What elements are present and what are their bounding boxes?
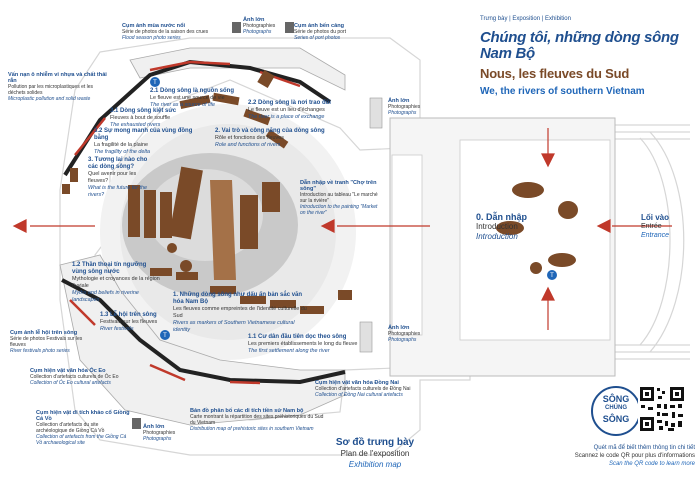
series-pollution: Vấn nạn ô nhiễm vi nhựa và chất thải rắn…	[8, 72, 107, 102]
title-vietnamese: Chúng tôi, những dòng sông Nam Bộ	[480, 29, 679, 62]
entrance-fr: Entrée	[641, 223, 662, 230]
section-1-2: 1.2 Thần thoại tín ngưỡng vùng sông nước…	[72, 262, 160, 303]
logo-mid: CHÚNG	[605, 405, 627, 411]
plan-en: Exhibition map	[348, 460, 402, 469]
series-painting-intro: Dẫn nhập về tranh "Chợ trên sông"Introdu…	[300, 180, 378, 216]
logo-top: SÔNG	[602, 394, 630, 404]
title-english: We, the rivers of southern Vietnam	[480, 86, 645, 97]
logo-bottom: SÔNG	[602, 414, 630, 424]
upper-wing	[62, 22, 383, 194]
title-french: Nous, les fleuves du Sud	[480, 66, 630, 81]
central-artefacts	[128, 166, 352, 300]
qr-en: Scan the QR code to learn more	[608, 461, 695, 467]
lower-wing	[59, 254, 373, 429]
intro-room	[389, 117, 616, 377]
intro-vi: 0. Dẫn nhập	[476, 212, 528, 222]
plan-label: Sơ đồ trưng bày Plan de l'exposition Exh…	[300, 437, 450, 470]
qr-vi: Quét mã để biết thêm thông tin chi tiết	[593, 445, 695, 451]
entrance-vi: Lối vào	[641, 213, 670, 222]
intro-artefacts	[496, 182, 578, 274]
intro-fr: Introduction	[476, 222, 518, 231]
circulation-arrows	[12, 128, 672, 330]
plan-vi: Sơ đồ trưng bày	[335, 437, 415, 448]
qr-code[interactable]	[638, 385, 686, 433]
intro-en: Introduction	[476, 232, 518, 241]
marker-a-text: T	[153, 80, 157, 86]
qr-instructions: Quét mã để biết thêm thông tin chi tiết …	[505, 444, 695, 468]
central-gallery	[100, 104, 356, 360]
entrance-en: Entrance	[641, 232, 670, 239]
marker-b-text: T	[163, 333, 167, 339]
qr-fr: Scannez le code QR pour plus d'informati…	[574, 453, 695, 459]
plan-fr: Plan de l'exposition	[340, 449, 410, 458]
section-3: 3. Tương lai nào cho các dòng sông?Quel …	[88, 157, 148, 198]
marker-c-text: T	[550, 273, 554, 279]
intro-label: 0. Dẫn nhập Introduction Introduction	[476, 212, 527, 242]
series-giong-ca-vo: Cụm hiện vật di tích khảo cổ Giồng Cá Vồ…	[36, 410, 130, 446]
series-prehistoric-map: Bản đồ phân bố các di tích tiền sử Nam b…	[190, 408, 324, 432]
entrance-label: Lối vào Entrée Entrance	[641, 213, 669, 240]
info-markers: T T T	[150, 77, 557, 340]
section-1: 1. Những dòng sông như dấu ấn bản sắc vă…	[173, 292, 307, 333]
exhibition-tag: Trưng bày | Exposition | Exhibition	[480, 16, 571, 22]
song-chung-song-logo: SÔNG CHÚNG SÔNG	[591, 386, 641, 436]
